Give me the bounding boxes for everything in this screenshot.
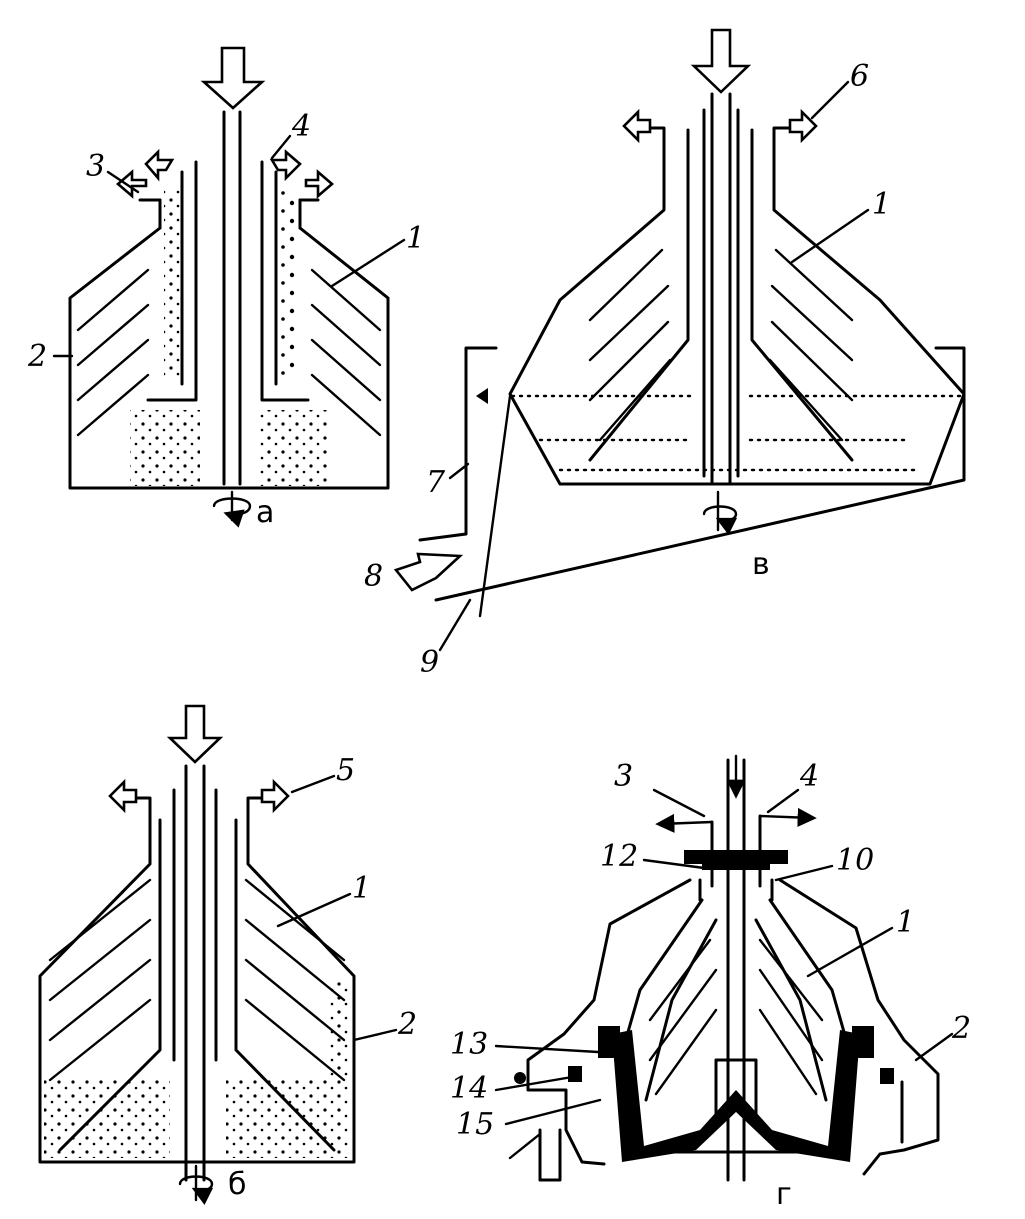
label-b-1: 1 bbox=[352, 871, 371, 906]
label-v-9: 9 bbox=[420, 645, 439, 680]
rotation-icon-b bbox=[180, 1164, 212, 1200]
label-g-1: 1 bbox=[896, 905, 915, 940]
label-g-14: 15 bbox=[456, 1107, 494, 1142]
label-g-10: 10 bbox=[836, 843, 874, 878]
inlet-arrow-a bbox=[200, 46, 266, 110]
label-v-8: 8 bbox=[364, 559, 383, 594]
panel-g: 3 4 12 10 1 2 13 14 15 г bbox=[450, 754, 971, 1212]
label-g-11: 12 bbox=[600, 839, 638, 874]
panel-label-b: б bbox=[228, 1167, 247, 1202]
feed-tube-a bbox=[222, 110, 242, 486]
label-g-13: 14 bbox=[450, 1071, 488, 1106]
label-g-2: 2 bbox=[951, 1011, 971, 1046]
label-v-6: 6 bbox=[850, 59, 869, 94]
label-a-3: 3 bbox=[86, 149, 105, 184]
label-g-3: 3 bbox=[614, 759, 633, 794]
bowl-v bbox=[508, 146, 966, 486]
panel-a: 3 4 1 2 а bbox=[27, 46, 425, 530]
label-g-4: 4 bbox=[799, 759, 819, 794]
label-a-4: 4 bbox=[291, 109, 311, 144]
bowl-g bbox=[618, 898, 854, 1154]
label-b-5: 5 bbox=[336, 753, 355, 788]
panel-label-a: а bbox=[256, 495, 274, 530]
frame-g bbox=[526, 878, 940, 1176]
panel-label-v: в bbox=[752, 547, 770, 582]
rotation-icon-a bbox=[214, 490, 252, 520]
label-a-1: 1 bbox=[406, 221, 425, 256]
label-v-7: 7 bbox=[426, 465, 446, 500]
panel-v: 6 1 7 8 9 в bbox=[364, 28, 966, 680]
bowl-b bbox=[38, 808, 356, 1164]
label-v-1: 1 bbox=[872, 187, 891, 222]
inlet-arrow-v bbox=[690, 28, 752, 94]
label-b-2: 2 bbox=[397, 1007, 417, 1042]
casing-v bbox=[418, 346, 966, 602]
bowl-a bbox=[68, 226, 390, 490]
inlet-arrow-b bbox=[166, 704, 224, 764]
panel-label-g: г bbox=[776, 1177, 792, 1212]
label-a-2: 2 bbox=[27, 339, 47, 374]
label-g-12: 13 bbox=[450, 1027, 488, 1062]
rotation-icon-v bbox=[704, 490, 736, 530]
panel-b: 5 1 2 б bbox=[38, 704, 417, 1202]
